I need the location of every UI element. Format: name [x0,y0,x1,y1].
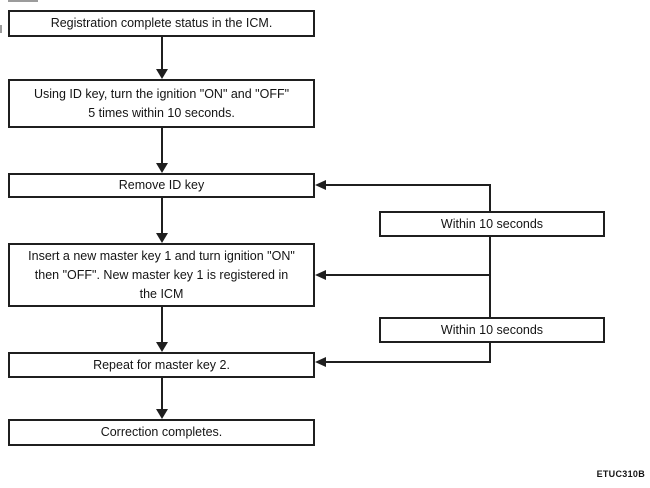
arrowhead-into-repeat-master-key-2 [315,357,326,367]
connector-remove-id-key-to-insert [161,198,163,234]
connector-rail-to-insert-master-key-1 [325,274,491,276]
flow-node-correction-completes: Correction completes. [8,419,315,446]
scan-artifact [0,25,2,33]
arrowhead-into-insert-top [156,233,168,243]
flow-node-text: then "OFF". New master key 1 is register… [34,267,289,282]
flow-node-text: Correction completes. [100,425,223,439]
flow-node-text: Within 10 seconds [440,216,544,231]
flow-node-registration-complete: Registration complete status in the ICM. [8,10,315,37]
arrowhead-into-correction [156,409,168,419]
flow-node-within-10-seconds-1: Within 10 seconds [379,211,605,237]
connector-timing-rail [489,184,491,363]
flow-node-text: Within 10 seconds [440,322,544,337]
flow-node-insert-master-key-1: Insert a new master key 1 and turn ignit… [8,243,315,307]
flow-node-text: Using ID key, turn the ignition "ON" and… [33,86,290,101]
flow-node-text: Remove ID key [118,178,205,192]
arrowhead-into-ignition [156,69,168,79]
figure-code-label: ETUC310B [596,469,645,479]
flow-node-ignition-on-off-5-times: Using ID key, turn the ignition "ON" and… [8,79,315,128]
arrowhead-into-remove-id-key-top [156,163,168,173]
arrowhead-into-repeat-top [156,342,168,352]
flow-node-text: Repeat for master key 2. [93,357,230,372]
flow-node-text: Insert a new master key 1 and turn ignit… [28,248,295,263]
flow-node-text: 5 times within 10 seconds. [88,105,235,120]
flow-node-text: the ICM [139,286,184,301]
arrowhead-into-remove-id-key [315,180,326,190]
connector-rail-to-repeat-master-key-2 [325,361,491,363]
connector-insert-to-repeat [161,307,163,343]
flow-node-repeat-master-key-2: Repeat for master key 2. [8,352,315,378]
connector-ignition-to-remove-id-key [161,128,163,164]
arrowhead-into-insert-master-key-1 [315,270,326,280]
connector-repeat-to-correction [161,378,163,410]
connector-registration-to-ignition [161,37,163,70]
scan-artifact [8,0,38,2]
connector-rail-to-remove-id-key [325,184,491,186]
flow-node-remove-id-key: Remove ID key [8,173,315,198]
flow-node-within-10-seconds-2: Within 10 seconds [379,317,605,343]
flow-node-text: Registration complete status in the ICM. [50,16,273,30]
